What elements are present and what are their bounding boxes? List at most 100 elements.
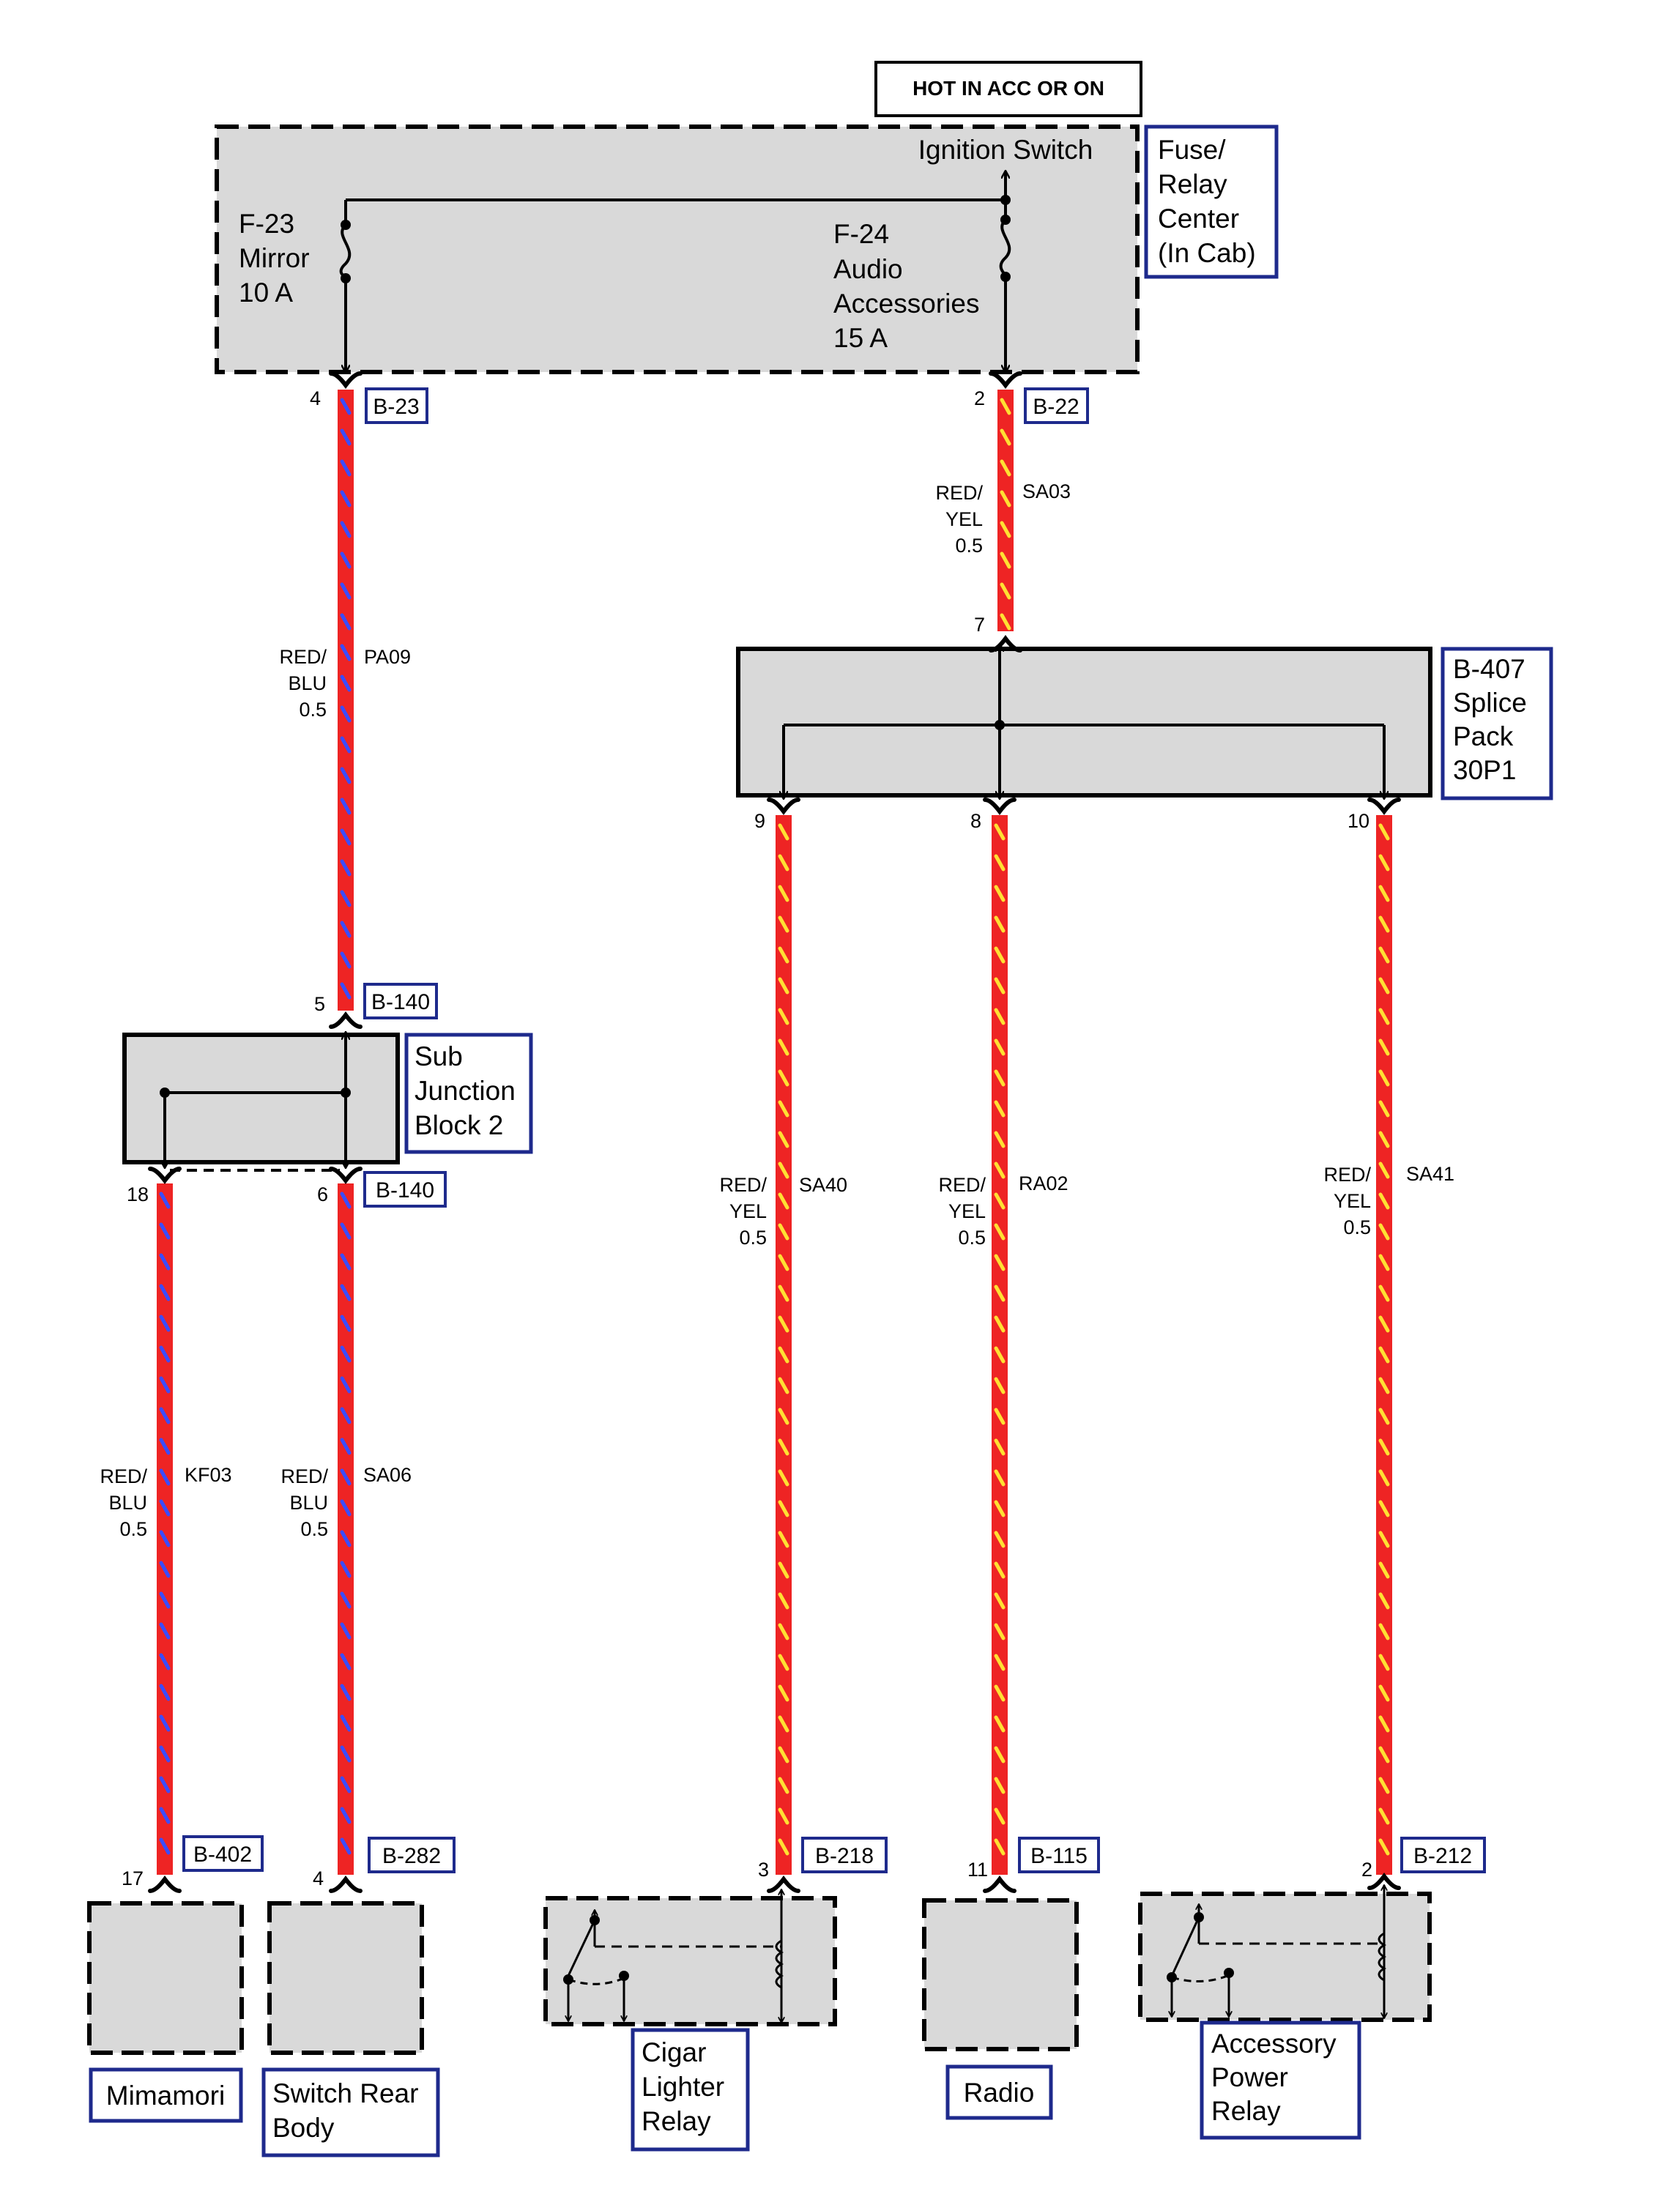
svg-text:Block 2: Block 2 <box>415 1110 503 1140</box>
fuse-f23: F-23 Mirror 10 A <box>239 200 352 372</box>
switch-rear-body-label: Switch Rear Body <box>261 2067 440 2157</box>
svg-text:Relay: Relay <box>1211 2096 1281 2126</box>
wires <box>157 390 1392 1875</box>
svg-text:Accessories: Accessories <box>833 289 979 319</box>
fuse-relay-center-title: Fuse/ Relay Center (In Cab) <box>1144 124 1279 279</box>
terminal-pin10 <box>1367 798 1401 815</box>
svg-text:SA41: SA41 <box>1406 1163 1454 1185</box>
svg-text:B-140: B-140 <box>376 1178 434 1202</box>
connector-b212: B-212 <box>1400 1837 1486 1873</box>
svg-text:Relay: Relay <box>1158 169 1227 199</box>
pin-2-top: 2 <box>974 387 985 409</box>
connector-b115: B-115 <box>1018 1837 1100 1873</box>
svg-text:SA40: SA40 <box>799 1174 847 1196</box>
svg-text:B-140: B-140 <box>371 990 430 1014</box>
terminal-b402 <box>148 1876 182 1893</box>
splice-pack-title: B-407 Splice Pack 30P1 <box>1441 647 1553 800</box>
connector-b402: B-402 <box>182 1835 264 1872</box>
wire-label-sa06: RED/ BLU 0.5 SA06 <box>280 1464 412 1540</box>
pin-3: 3 <box>758 1859 769 1881</box>
pin-numbers: 4 2 7 9 8 10 5 18 6 17 4 3 11 2 <box>122 387 1372 1889</box>
svg-text:0.5: 0.5 <box>739 1227 767 1249</box>
svg-text:RED/: RED/ <box>279 646 327 668</box>
svg-text:YEL: YEL <box>729 1200 767 1222</box>
svg-text:0.5: 0.5 <box>119 1518 147 1540</box>
svg-text:(In Cab): (In Cab) <box>1158 238 1256 268</box>
svg-text:Center: Center <box>1158 204 1239 234</box>
terminal-pin5 <box>329 1011 363 1029</box>
svg-text:B-282: B-282 <box>382 1844 441 1868</box>
pin-10: 10 <box>1348 810 1369 832</box>
wire-sa06 <box>338 1183 354 1875</box>
hot-in-acc-label: HOT IN ACC OR ON <box>874 61 1142 117</box>
fuse-f24: F-24 Audio Accessories 15 A <box>833 195 1011 372</box>
terminal-pin6 <box>329 1167 363 1184</box>
svg-text:RED/: RED/ <box>935 482 983 504</box>
sub-junction-title: Sub Junction Block 2 <box>404 1033 533 1154</box>
svg-text:SA03: SA03 <box>1022 480 1071 502</box>
terminal-b22 <box>989 371 1022 389</box>
sub-junction-block <box>122 1033 400 1172</box>
svg-text:B-115: B-115 <box>1030 1844 1088 1868</box>
svg-text:RED/: RED/ <box>1323 1164 1371 1186</box>
svg-text:Cigar: Cigar <box>642 2037 706 2067</box>
svg-text:RA02: RA02 <box>1019 1172 1068 1194</box>
svg-text:Junction: Junction <box>415 1076 516 1106</box>
svg-text:Fuse/: Fuse/ <box>1158 135 1226 165</box>
pin-18: 18 <box>127 1183 149 1205</box>
splice-pack-b407 <box>736 644 1432 798</box>
wire-ra02 <box>992 815 1008 1875</box>
pin-7: 7 <box>974 614 985 636</box>
svg-text:B-218: B-218 <box>815 1844 874 1868</box>
cigar-lighter-relay-component <box>543 1889 837 2026</box>
svg-text:30P1: 30P1 <box>1453 755 1516 785</box>
pin-5: 5 <box>314 993 325 1015</box>
svg-text:B-212: B-212 <box>1413 1844 1472 1868</box>
radio-label: Radio <box>945 2064 1053 2120</box>
wire-label-sa40: RED/ YEL 0.5 SA40 <box>719 1174 847 1249</box>
svg-text:Radio: Radio <box>964 2078 1035 2108</box>
accessory-power-relay-component <box>1138 1885 1432 2022</box>
svg-text:B-22: B-22 <box>1033 395 1079 419</box>
svg-text:RED/: RED/ <box>938 1174 986 1196</box>
svg-text:10 A: 10 A <box>239 278 293 308</box>
svg-text:Pack: Pack <box>1453 721 1514 751</box>
pin-6: 6 <box>317 1183 328 1205</box>
svg-text:0.5: 0.5 <box>1343 1216 1371 1238</box>
wire-label-sa03: RED/ YEL 0.5 SA03 <box>935 480 1071 557</box>
svg-text:Splice: Splice <box>1453 688 1527 718</box>
radio-component <box>922 1898 1079 2051</box>
terminal-pin7 <box>989 635 1022 653</box>
svg-text:B-23: B-23 <box>373 395 419 419</box>
pin-17: 17 <box>122 1867 144 1889</box>
svg-text:YEL: YEL <box>1334 1190 1371 1212</box>
svg-text:YEL: YEL <box>948 1200 986 1222</box>
cigar-lighter-relay-label: Cigar Lighter Relay <box>631 2028 750 2152</box>
wire-pa09 <box>338 390 354 1011</box>
svg-text:Power: Power <box>1211 2062 1288 2092</box>
svg-text:Sub: Sub <box>415 1041 463 1071</box>
connector-b23: B-23 <box>365 387 428 424</box>
connector-b22: B-22 <box>1024 387 1089 424</box>
svg-text:Lighter: Lighter <box>642 2072 724 2102</box>
wire-label-kf03: RED/ BLU 0.5 KF03 <box>100 1464 231 1540</box>
svg-text:Relay: Relay <box>642 2106 711 2136</box>
pin-2-bottom: 2 <box>1361 1859 1372 1881</box>
pin-8: 8 <box>970 810 981 832</box>
svg-text:Body: Body <box>272 2113 335 2143</box>
svg-text:0.5: 0.5 <box>300 1518 328 1540</box>
terminal-b218 <box>767 1876 800 1893</box>
svg-text:SA06: SA06 <box>363 1464 412 1486</box>
mimamori-component <box>87 1901 244 2055</box>
connector-b140-top: B-140 <box>363 983 438 1019</box>
svg-text:PA09: PA09 <box>364 646 411 668</box>
svg-text:HOT IN ACC OR ON: HOT IN ACC OR ON <box>913 77 1104 100</box>
connector-b282: B-282 <box>368 1837 456 1873</box>
terminal-b212 <box>1367 1873 1401 1890</box>
svg-text:Accessory: Accessory <box>1211 2029 1337 2059</box>
wire-sa03 <box>997 390 1014 631</box>
wire-sa40 <box>776 815 792 1875</box>
svg-text:RED/: RED/ <box>100 1465 147 1487</box>
wire-label-pa09: RED/ BLU 0.5 PA09 <box>279 646 411 721</box>
terminal-pin8 <box>983 798 1016 815</box>
